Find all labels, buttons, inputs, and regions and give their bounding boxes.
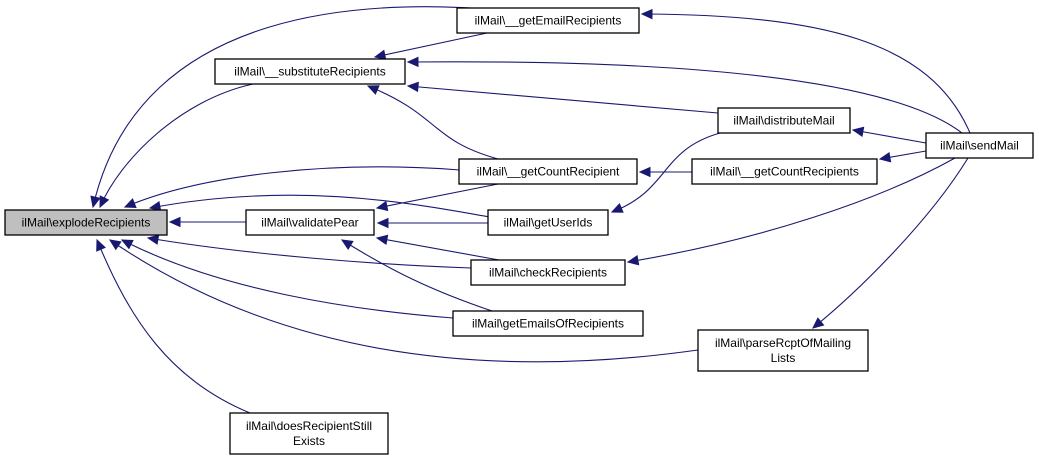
node-box[interactable]	[452, 310, 644, 337]
arrowhead-icon	[120, 239, 134, 250]
arrowhead-icon	[610, 203, 624, 213]
arrowhead-icon	[878, 152, 892, 163]
arrowhead-icon	[638, 166, 651, 178]
arrowhead-icon	[168, 216, 181, 228]
edge-getEmailRecipients-to-substitute	[374, 32, 488, 58]
edge-getEmailRecipients-to-explode	[92, 6, 501, 208]
node-box[interactable]	[470, 259, 626, 286]
arrowhead-icon	[626, 255, 640, 266]
arrowhead-icon	[406, 56, 419, 68]
node-label: ilMail\parseRcptOfMailing	[715, 336, 851, 350]
arrowhead-icon	[375, 200, 389, 212]
node-label: Lists	[771, 351, 796, 365]
edge-parseRcpt-to-explode	[109, 239, 699, 363]
arrowhead-icon	[90, 195, 101, 209]
edge-doesRecipient-to-explode	[96, 239, 251, 414]
arrowhead-icon	[99, 195, 110, 209]
node-substitute[interactable]: ilMail\__substituteRecipients	[214, 58, 406, 85]
node-label: ilMail\__getCountRecipients	[710, 165, 859, 179]
node-label: ilMail\doesRecipientStill	[246, 419, 372, 433]
node-label: ilMail\__getCountRecipient	[477, 165, 620, 179]
node-box[interactable]	[697, 329, 869, 372]
node-box[interactable]	[458, 158, 638, 185]
edge-substitute-to-explode	[99, 83, 254, 208]
arrowhead-icon	[376, 217, 389, 229]
arrowhead-icon	[340, 239, 354, 251]
arrowhead-icon	[373, 49, 387, 60]
node-box[interactable]	[691, 158, 878, 185]
edge-getEmailsOfRecipients-to-validatePear	[341, 239, 493, 312]
node-box[interactable]	[4, 209, 168, 236]
node-getEmailsOfRecipients[interactable]: ilMail\getEmailsOfRecipients	[452, 310, 644, 337]
node-distributeMail[interactable]: ilMail\distributeMail	[717, 107, 851, 134]
node-label: ilMail\sendMail	[940, 139, 1019, 153]
node-checkRecipients[interactable]: ilMail\checkRecipients	[470, 259, 626, 286]
node-label: ilMail\getEmailsOfRecipients	[472, 317, 624, 331]
arrowhead-icon	[146, 234, 160, 245]
edge-sendMail-to-substitute	[407, 61, 963, 134]
nodes-layer: ilMail\explodeRecipients ilMail\__getEmai…	[4, 7, 1034, 455]
edge-getUserIds-to-explode	[149, 194, 491, 218]
node-box[interactable]	[214, 58, 406, 85]
node-explode[interactable]: ilMail\explodeRecipients	[4, 209, 168, 236]
node-box[interactable]	[717, 107, 851, 134]
arrowhead-icon	[108, 239, 122, 251]
node-box[interactable]	[456, 7, 640, 34]
edge-sendMail-to-getEmailRecipients	[641, 13, 971, 134]
node-box[interactable]	[245, 209, 375, 236]
edge-sendMail-to-checkRecipients	[627, 157, 956, 263]
edges-layer	[90, 6, 971, 414]
edge-getCountRecipient-to-substitute	[367, 85, 499, 160]
node-label: ilMail\distributeMail	[733, 114, 834, 128]
node-label: ilMail\__getEmailRecipients	[475, 14, 622, 28]
node-box[interactable]	[487, 209, 609, 236]
node-label: ilMail\checkRecipients	[489, 266, 607, 280]
node-getUserIds[interactable]: ilMail\getUserIds	[487, 209, 609, 236]
node-validatePear[interactable]: ilMail\validatePear	[245, 209, 375, 236]
node-label: Exists	[293, 434, 325, 448]
edge-getEmailsOfRecipients-to-explode	[121, 239, 454, 319]
arrowhead-icon	[96, 238, 106, 252]
node-box[interactable]	[925, 132, 1034, 159]
node-label: ilMail\validatePear	[261, 216, 358, 230]
arrowhead-icon	[640, 8, 653, 20]
node-label: ilMail\explodeRecipients	[22, 216, 151, 230]
node-label: ilMail\getUserIds	[504, 216, 593, 230]
arrowhead-icon	[375, 234, 389, 246]
edge-sendMail-to-distributeMail	[852, 129, 927, 144]
arrowhead-icon	[851, 126, 865, 138]
node-sendMail[interactable]: ilMail\sendMail	[925, 132, 1034, 159]
edge-checkRecipients-to-explode	[147, 237, 472, 269]
edge-getCountRecipient-to-validatePear	[376, 183, 499, 209]
edge-distributeMail-to-getUserIds	[611, 132, 721, 213]
node-getEmailRecipients[interactable]: ilMail\__getEmailRecipients	[456, 7, 640, 34]
node-getCountRecipient[interactable]: ilMail\__getCountRecipient	[458, 158, 638, 185]
arrowhead-icon	[406, 81, 419, 93]
arrowhead-icon	[123, 198, 137, 208]
arrowhead-icon	[148, 200, 162, 212]
arrowhead-icon	[366, 85, 380, 95]
edge-checkRecipients-to-validatePear	[376, 237, 500, 261]
edge-distributeMail-to-substitute	[407, 85, 719, 114]
edge-getCountRecipient-to-explode	[124, 166, 461, 208]
node-box[interactable]	[229, 412, 389, 455]
arrowhead-icon	[812, 317, 825, 329]
node-getCountRecipients[interactable]: ilMail\__getCountRecipients	[691, 158, 878, 185]
node-label: ilMail\__substituteRecipients	[234, 65, 385, 79]
edge-sendMail-to-parseRcpt	[812, 157, 969, 329]
